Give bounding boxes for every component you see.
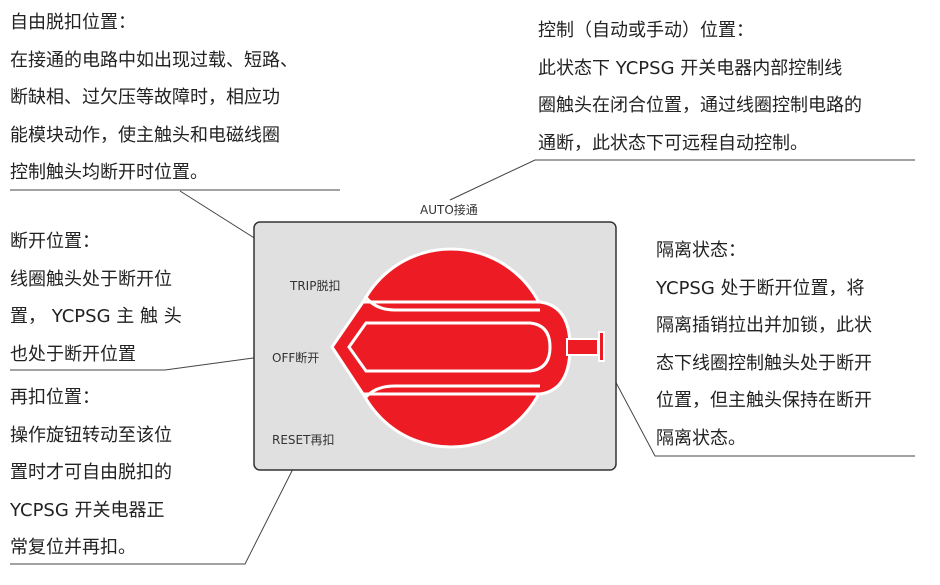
- lock-pin-head[interactable]: [598, 331, 605, 362]
- knob-groove-bottom: [363, 384, 540, 400]
- reset-description: 再扣位置： 操作旋钮转动至该位 置时才可自由脱扣的 YCPSG 开关电器正 常复…: [10, 379, 172, 567]
- reset-line: YCPSG 开关电器正: [10, 499, 165, 521]
- off-description: 断开位置： 线圈触头处于断开位 置， YCPSG 主 触 头 也处于断开位置: [10, 223, 182, 373]
- reset-line: 置时才可自由脱扣的: [10, 462, 172, 483]
- leader-line-reset: [10, 454, 301, 565]
- leader-line-isolate: [603, 359, 915, 457]
- trip-title: 自由脱扣位置：: [10, 12, 136, 33]
- off-line: 线圈触头处于断开位: [10, 268, 172, 290]
- reset-line: 常复位并再扣。: [10, 537, 136, 558]
- leader-line-auto: [449, 159, 915, 201]
- knob-inner-outline: [347, 321, 552, 373]
- auto-description: 控制（自动或手动）位置： 此状态下 YCPSG 开关电器内部控制线 圈触头在闭合…: [538, 12, 862, 162]
- off-line: 置， YCPSG 主 触 头: [10, 306, 182, 327]
- auto-line: 此状态下 YCPSG 开关电器内部控制线: [538, 57, 843, 79]
- isolate-line: 态下线圈控制触头处于断开: [656, 352, 872, 374]
- trip-description: 自由脱扣位置： 在接通的电路中如出现过载、短路、 断缺相、过欠压等故障时，相应功…: [10, 4, 298, 192]
- dial-label-auto: AUTO接通: [420, 203, 478, 217]
- dial-label-off: OFF断开: [272, 351, 320, 365]
- isolate-line: 隔离状态。: [656, 427, 746, 449]
- lock-pin-stem: [566, 338, 599, 356]
- off-line: 也处于断开位置: [10, 343, 136, 365]
- reset-title: 再扣位置：: [10, 387, 100, 408]
- trip-line: 控制触头均断开时位置。: [10, 162, 208, 183]
- reset-line: 操作旋钮转动至该位: [10, 424, 172, 446]
- dial-label-reset: RESET再扣: [272, 433, 335, 447]
- auto-line: 通断，此状态下可远程自动控制。: [538, 132, 808, 154]
- dial-label-trip: TRIP脱扣: [290, 279, 341, 293]
- trip-line: 能模块动作，使主触头和电磁线圈: [10, 124, 280, 146]
- auto-line: 圈触头在闭合位置，通过线圈控制电路的: [538, 95, 862, 116]
- leader-line-off: [10, 355, 269, 371]
- isolate-line: 位置，但主触头保持在断开: [656, 390, 872, 411]
- trip-line: 在接通的电路中如出现过载、短路、: [10, 49, 298, 71]
- isolate-description: 隔离状态： YCPSG 处于断开位置，将 隔离插销拉出并加锁，此状 态下线圈控制…: [656, 232, 872, 457]
- off-title: 断开位置：: [10, 231, 100, 252]
- knob-groove-top: [363, 295, 540, 312]
- isolate-line: YCPSG 处于断开位置，将: [656, 277, 865, 299]
- auto-title: 控制（自动或手动）位置：: [538, 20, 754, 41]
- trip-line: 断缺相、过欠压等故障时，相应功: [10, 87, 280, 108]
- isolate-title: 隔离状态：: [656, 240, 746, 261]
- isolate-line: 隔离插销拉出并加锁，此状: [656, 315, 872, 336]
- knob-handle: [330, 300, 572, 396]
